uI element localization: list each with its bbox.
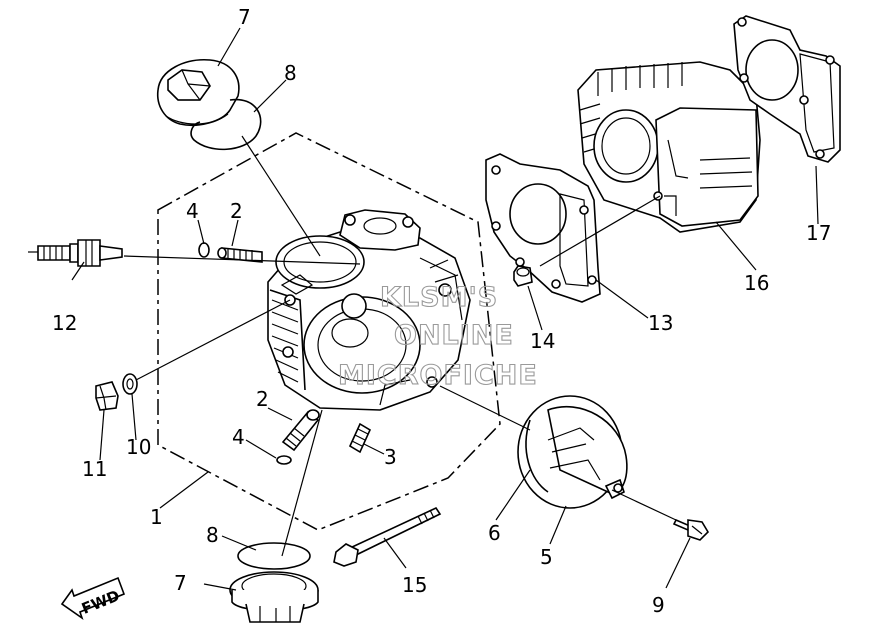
callout-12: 12 (52, 311, 77, 335)
watermark-line-1: KLSM'S (380, 282, 498, 313)
bolt-11 (95, 381, 119, 411)
leader-lines (71, 27, 819, 591)
cylinder (577, 61, 761, 233)
stud-bolt-lower (281, 409, 320, 452)
clip-upper (198, 242, 210, 258)
tappet-cover-bottom (229, 571, 319, 623)
callout-numbers: 7 8 4 2 12 11 10 2 4 3 1 8 7 15 6 5 9 14… (52, 5, 831, 617)
watermark: KLSM'S ONLINE MICROFICHE (337, 281, 538, 391)
callout-8-bottom: 8 (206, 523, 219, 547)
callout-2-upper: 2 (230, 199, 243, 223)
callout-7-top: 7 (238, 5, 251, 29)
callout-3: 3 (384, 445, 397, 469)
dowel-pin (348, 422, 372, 454)
callout-4-upper: 4 (186, 199, 199, 223)
head-gasket (485, 153, 601, 303)
watermark-line-2: ONLINE (394, 320, 514, 351)
long-bolt (333, 506, 442, 567)
callout-13: 13 (648, 311, 673, 335)
stud-bolt-upper (217, 247, 263, 263)
callout-16: 16 (744, 271, 769, 295)
forward-direction-arrow: FWD (60, 576, 126, 621)
cylinder-head (267, 209, 471, 411)
callout-8-top: 8 (284, 61, 297, 85)
watermark-line-3: MICROFICHE (338, 360, 538, 391)
screw-9 (672, 518, 710, 541)
callout-4-lower: 4 (232, 425, 245, 449)
assembly-guide-lines (123, 135, 677, 557)
callout-15: 15 (402, 573, 427, 597)
callout-14: 14 (530, 329, 555, 353)
callout-2-lower: 2 (256, 387, 269, 411)
callout-1: 1 (150, 505, 163, 529)
clip-lower (276, 455, 292, 465)
cylinder-gasket (733, 15, 841, 163)
callout-6: 6 (488, 521, 501, 545)
tappet-cover-top (156, 59, 240, 126)
spark-plug (28, 239, 123, 267)
washer-10 (122, 373, 138, 395)
callout-17: 17 (806, 221, 831, 245)
side-cover (517, 395, 628, 509)
callout-11: 11 (82, 457, 107, 481)
callout-7-bottom: 7 (174, 571, 187, 595)
callout-5: 5 (540, 545, 553, 569)
callout-10: 10 (126, 435, 151, 459)
o-ring-bottom (237, 542, 311, 570)
assembly-boundary (157, 132, 501, 531)
callout-9: 9 (652, 593, 665, 617)
gasket-dowel (513, 265, 533, 287)
